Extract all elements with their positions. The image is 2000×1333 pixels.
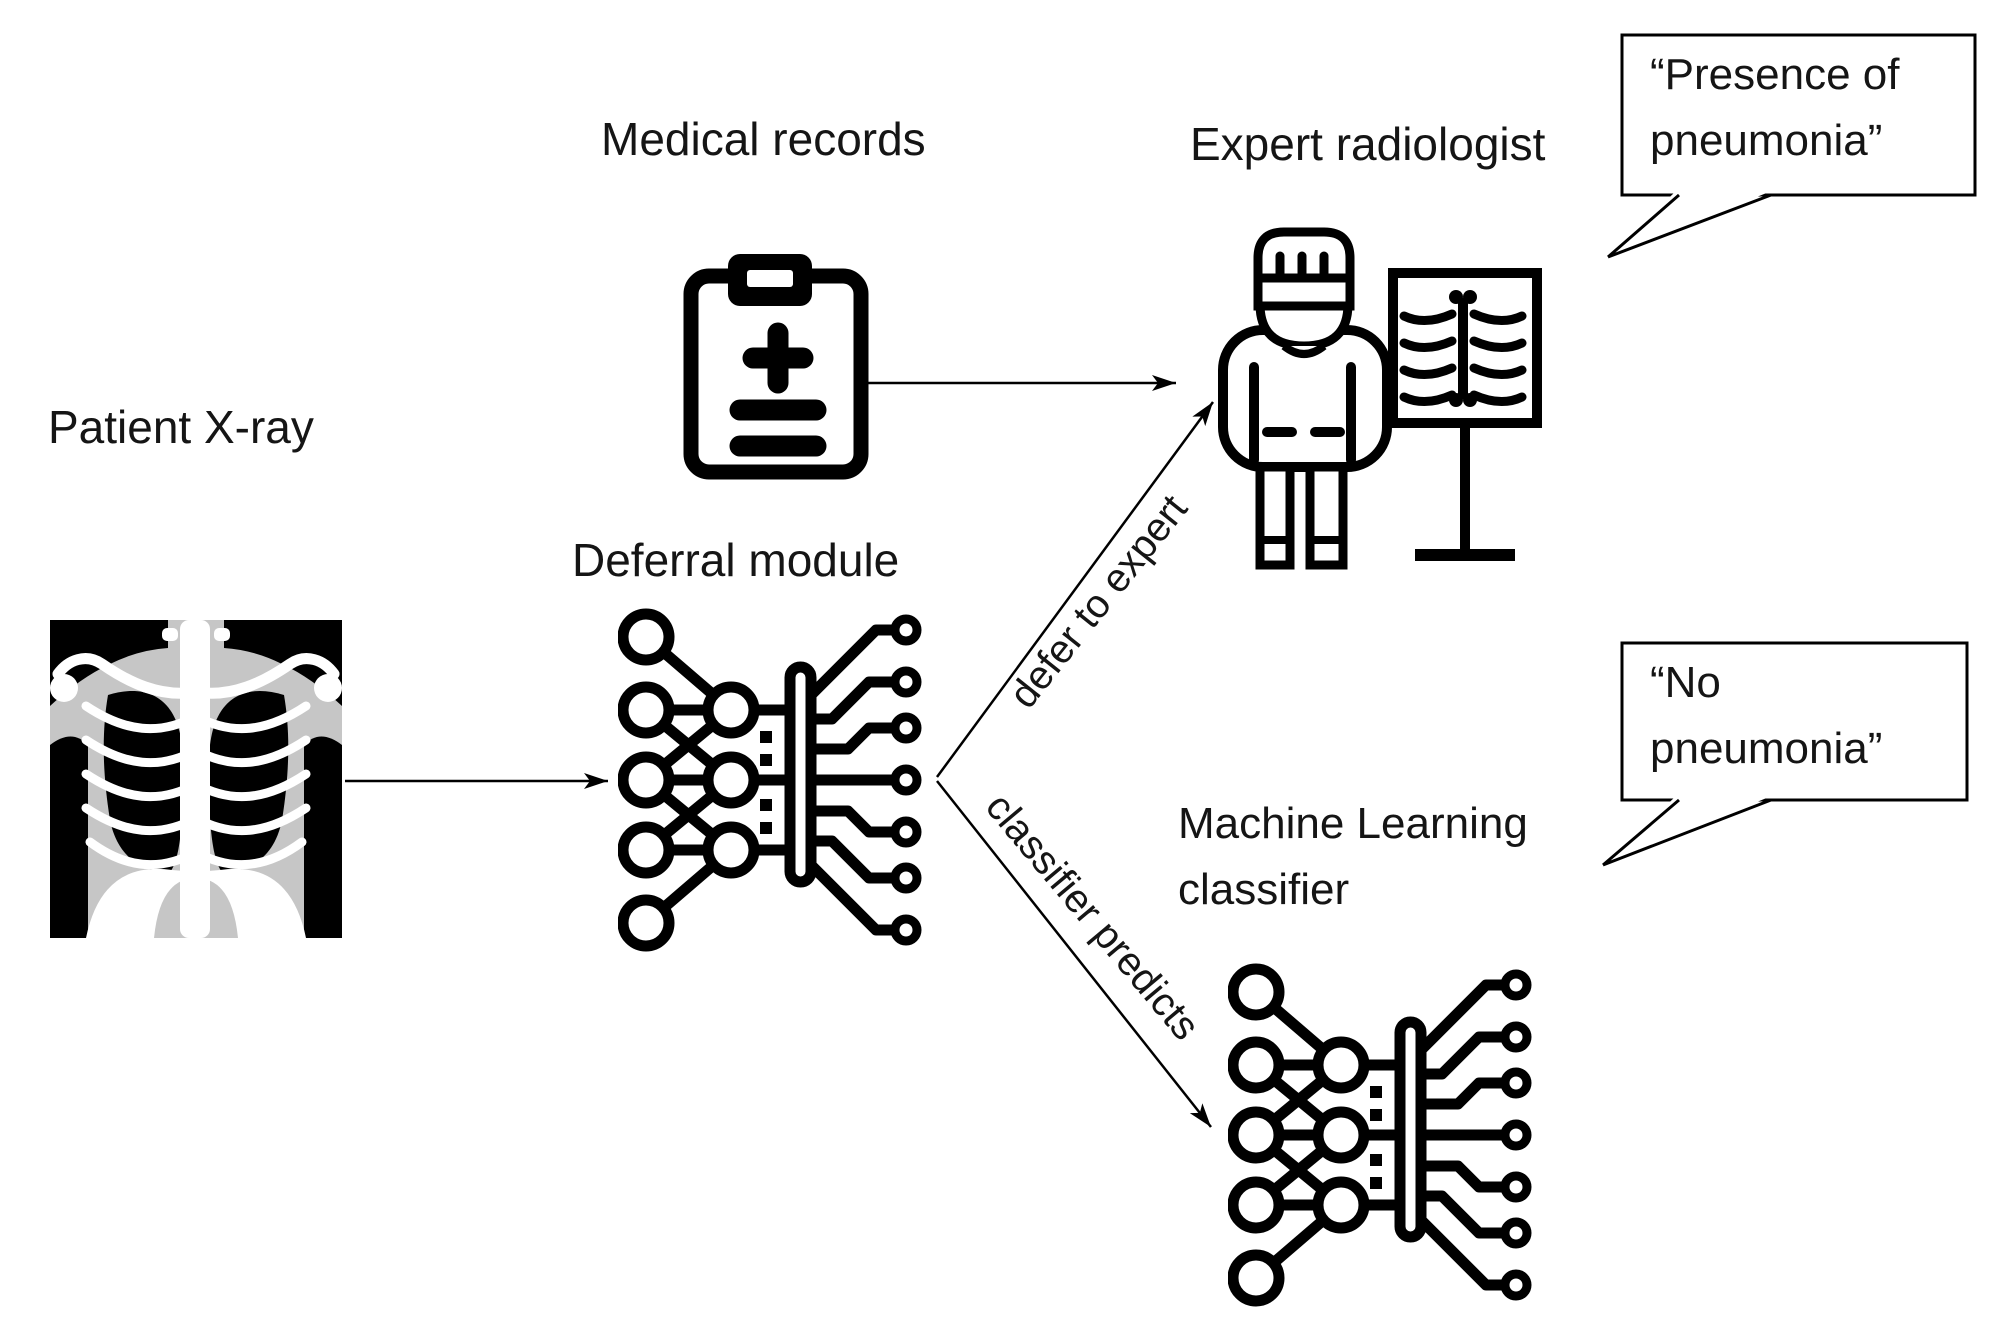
ml-classifier-label: Machine Learning classifier: [1178, 799, 1528, 914]
defer-to-expert-arrow: [935, 401, 1215, 778]
medical-records-label: Medical records: [601, 113, 926, 165]
expert-quote-text: “Presence of pneumonia”: [1650, 50, 1900, 165]
chest-xray-image: [50, 620, 342, 938]
classifier-predicts-arrow: [936, 780, 1212, 1128]
patient-xray-label: Patient X-ray: [48, 401, 314, 453]
expert-speech-bubble: [1607, 33, 1977, 259]
medical-records-clipboard-icon: [683, 254, 869, 480]
xray-display-board-icon: [1388, 268, 1542, 561]
radiologist-with-xray-board-icon: [1218, 227, 1542, 570]
classifier-speech-bubble: [1602, 641, 1969, 867]
radiologist-head: [1253, 227, 1355, 358]
expert-radiologist-label: Expert radiologist: [1190, 118, 1546, 170]
deferral-module-label: Deferral module: [572, 534, 900, 586]
classifier-quote-text: “No pneumonia”: [1650, 658, 1883, 773]
